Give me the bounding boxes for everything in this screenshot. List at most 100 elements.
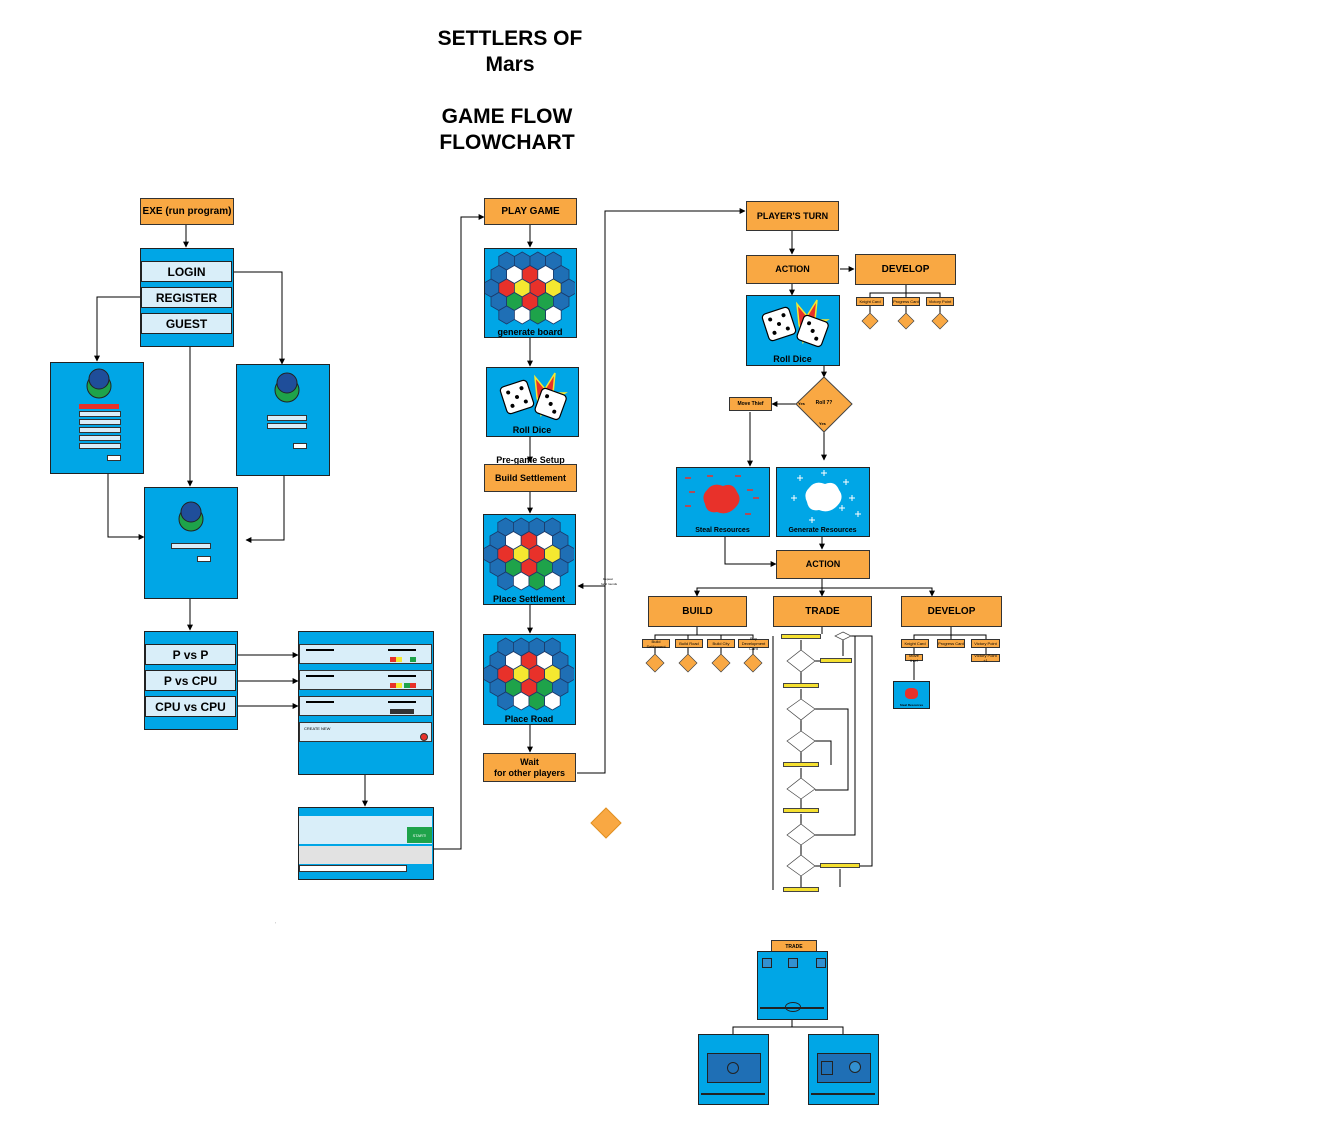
trade-screen-b [808, 1034, 879, 1105]
mode-cpuvcpu[interactable]: CPU vs CPU [145, 696, 236, 717]
move-thief-mini[interactable]: Move thief [905, 653, 923, 663]
wait-box[interactable]: Wait for other players [483, 753, 576, 782]
steal-resources-panel: Steal Resources [676, 467, 770, 537]
svg-text:': ' [275, 921, 276, 926]
title-line2: Mars [485, 53, 535, 76]
login-screen [236, 364, 330, 476]
victory-plus-mini[interactable]: Victory Point +1 [971, 653, 1000, 663]
hex-board-icon [485, 251, 575, 325]
chat-input[interactable] [299, 865, 407, 872]
roll-dice-panel-2: Roll Dice [746, 295, 840, 366]
wait-line2: for other players [493, 767, 566, 778]
hex-tile [528, 571, 545, 591]
progress-card-mini[interactable]: Progress Card [937, 639, 965, 648]
develop-box-2[interactable]: DEVELOP [901, 596, 1002, 627]
steal-icon [685, 475, 759, 515]
place-settlement-label: Place Settlement [492, 594, 566, 604]
roll-dice-panel: Roll Dice [486, 367, 579, 437]
register-submit-button[interactable] [107, 455, 121, 461]
password-field[interactable] [267, 423, 307, 429]
login-submit-button[interactable] [293, 443, 307, 449]
victory-point-mini[interactable]: Victory Point [971, 639, 1000, 648]
steal-mini-label: Steal Resources [899, 703, 924, 707]
place-road-label: Place Road [504, 714, 554, 724]
steal-blob-icon [905, 688, 918, 699]
avatar-icon [86, 368, 112, 399]
register-field-1[interactable] [79, 411, 121, 417]
register-field-5[interactable] [79, 443, 121, 449]
knight-card-mini[interactable]: Knight Card [901, 639, 929, 648]
play-game-box[interactable]: PLAY GAME [484, 198, 577, 225]
trade-step-3 [783, 683, 819, 688]
lobby-row-3[interactable] [299, 696, 432, 716]
generate-board-panel: generate board [484, 248, 577, 338]
trade-mini-title[interactable]: TRADE [771, 940, 817, 954]
lobby-row-2[interactable] [299, 670, 432, 690]
generate-board-label: generate board [497, 327, 563, 337]
buy-dev-card-mini[interactable]: Buy Development Card [738, 636, 769, 651]
exe-box[interactable]: EXE (run program) [140, 198, 234, 225]
build-road-mini[interactable]: Build Road [675, 639, 703, 648]
lobby-create-row[interactable]: CREATE NEW [299, 722, 432, 742]
orphan-diamond [590, 807, 622, 839]
trade-step-6 [820, 863, 860, 868]
build-settlement-box[interactable]: Build Settlement [484, 464, 577, 492]
yes-down-label: Yes [819, 421, 826, 426]
hex-tile [528, 691, 545, 711]
create-new-label: CREATE NEW [304, 726, 331, 731]
move-thief-box[interactable]: Move Thief [729, 397, 772, 411]
build-city-mini[interactable]: Build City [707, 639, 735, 648]
yes-left-label: Yes [798, 401, 805, 406]
start-button[interactable]: START! [407, 827, 432, 843]
mode-pvcpu[interactable]: P vs CPU [145, 670, 236, 691]
guest-submit-button[interactable] [197, 556, 211, 562]
develop-card-victory[interactable]: Victory Point [926, 297, 954, 306]
trade-box[interactable]: TRADE [773, 596, 872, 627]
username-field[interactable] [267, 415, 307, 421]
action-box-2[interactable]: ACTION [776, 550, 870, 579]
title-line4: FLOWCHART [439, 131, 575, 154]
players-turn-box[interactable]: PLAYER'S TURN [746, 201, 839, 231]
name-field[interactable] [171, 543, 211, 549]
develop-card-knight[interactable]: Knight Card [856, 297, 884, 306]
guest-option[interactable]: GUEST [141, 313, 232, 334]
hex-tile [512, 571, 530, 591]
trade-step-1 [781, 634, 821, 639]
roll7-label: Roll 7? [815, 400, 833, 406]
social-login-bar[interactable] [79, 404, 119, 409]
avatar-icon [274, 372, 300, 403]
register-field-2[interactable] [79, 419, 121, 425]
dice-icon [761, 299, 830, 348]
generate-resources-label: Generate Resources [788, 527, 857, 534]
hex-board-icon [484, 637, 574, 711]
roll-dice-label: Roll Dice [512, 425, 552, 435]
register-field-4[interactable] [79, 435, 121, 441]
develop-box[interactable]: DEVELOP [855, 254, 956, 285]
chat-area [299, 846, 432, 864]
place-road-panel: Place Road [483, 634, 576, 725]
start-screen: START! [298, 807, 434, 880]
steal-resources-mini-panel: Steal Resources [893, 681, 930, 709]
hex-board-icon [484, 517, 574, 591]
build-settlement-mini[interactable]: Build Settlement [642, 639, 670, 649]
svg-text:for 2 rounds: for 2 rounds [601, 582, 618, 586]
hex-tile [513, 305, 531, 325]
lobby-row-1[interactable] [299, 644, 432, 664]
place-settlement-panel: Place Settlement [483, 514, 576, 605]
action-box[interactable]: ACTION [746, 255, 839, 284]
hex-tile [497, 691, 514, 711]
build-box[interactable]: BUILD [648, 596, 747, 627]
develop-card-progress[interactable]: Progress Card [892, 297, 920, 306]
lobby-screen: CREATE NEW [298, 631, 434, 775]
login-option[interactable]: LOGIN [141, 261, 232, 282]
hex-tile [498, 305, 515, 325]
mode-pvp[interactable]: P vs P [145, 644, 236, 665]
trade-screen-main [757, 951, 828, 1020]
guest-screen [144, 487, 238, 599]
hex-tile [544, 691, 561, 711]
create-button[interactable] [420, 733, 428, 741]
register-option[interactable]: REGISTER [141, 287, 232, 308]
register-field-3[interactable] [79, 427, 121, 433]
